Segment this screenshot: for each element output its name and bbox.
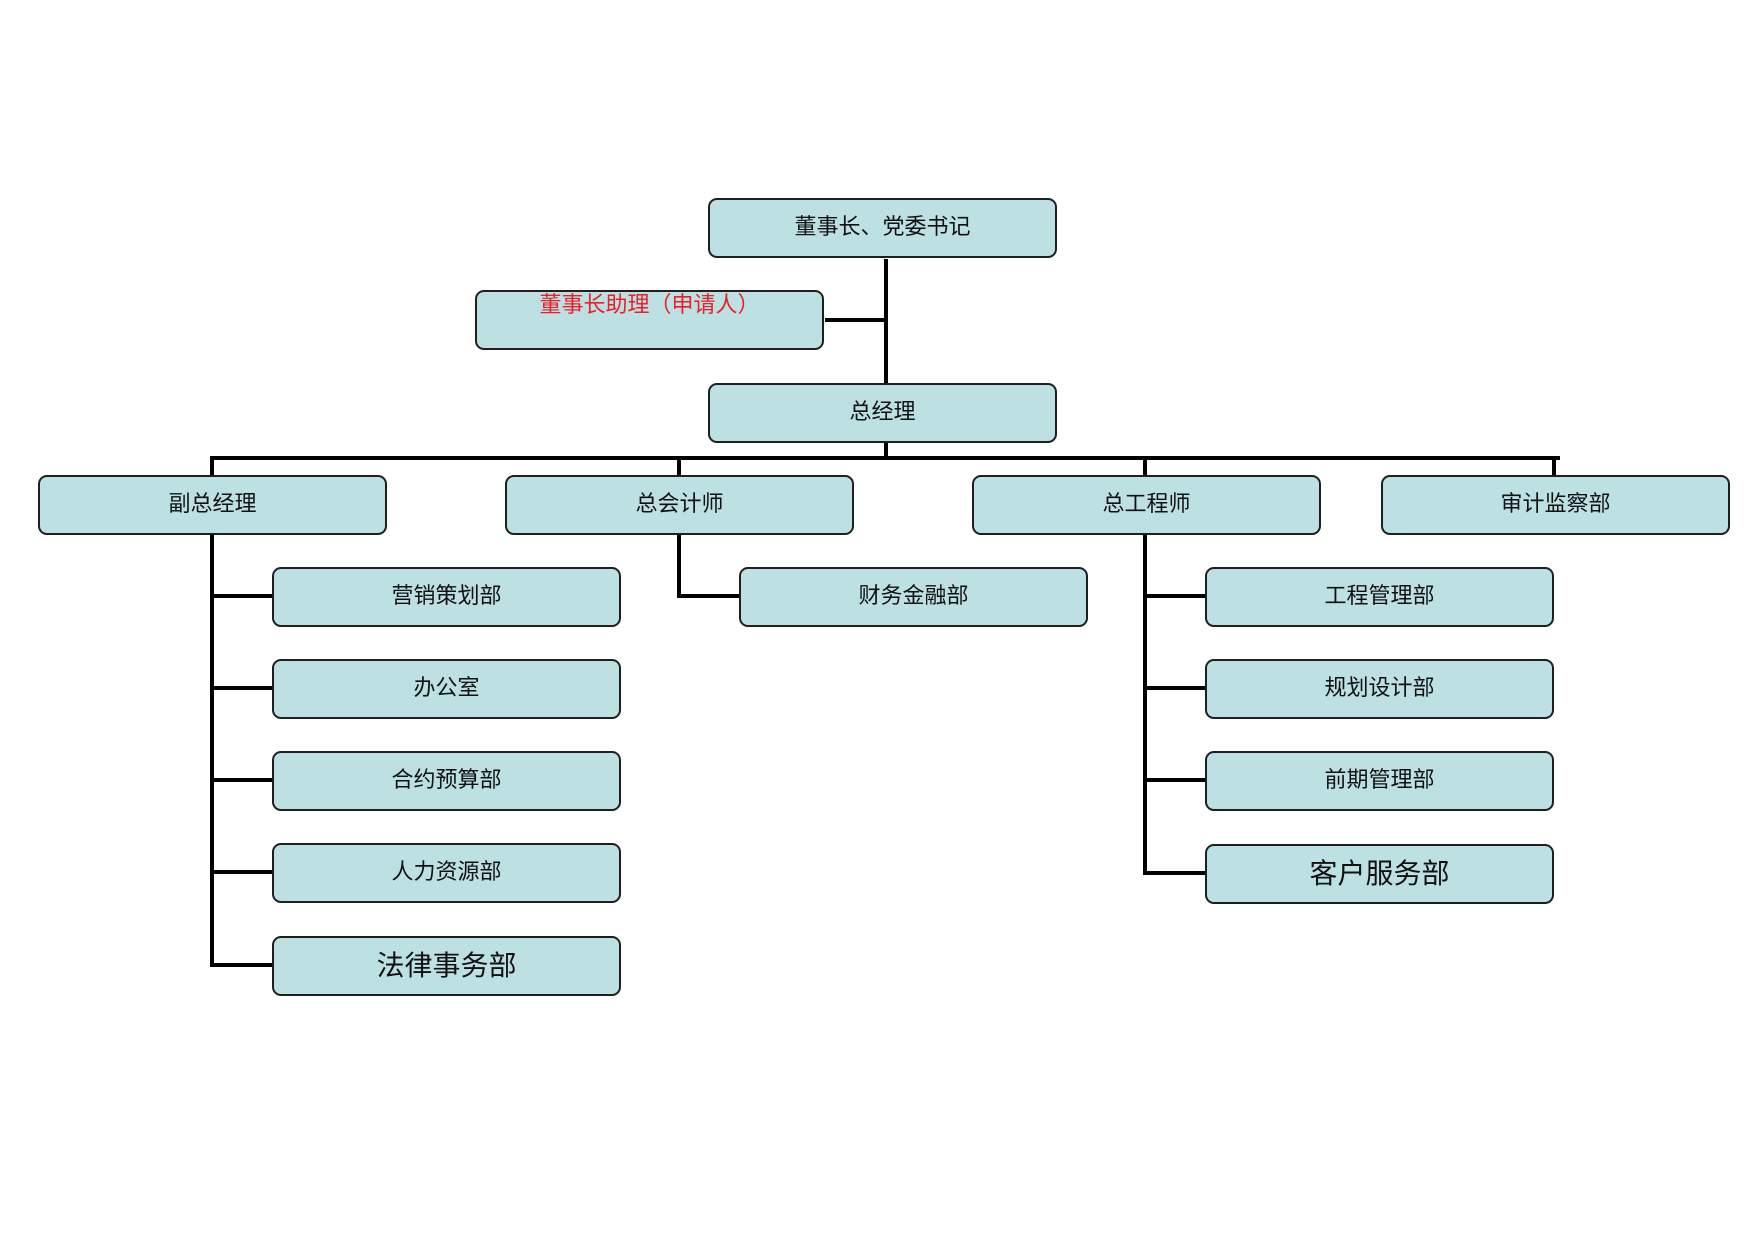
node-general-manager: 总经理 bbox=[708, 383, 1057, 443]
node-label: 规划设计部 bbox=[1324, 676, 1435, 701]
node-label: 合约预算部 bbox=[391, 768, 502, 793]
node-label: 董事长、党委书记 bbox=[794, 215, 971, 240]
connector-chief-engineer-spine bbox=[1143, 535, 1147, 875]
node-label: 法律事务部 bbox=[376, 949, 517, 982]
node-dept-planning-design: 规划设计部 bbox=[1205, 659, 1554, 719]
connector-chief-accountant-spine bbox=[677, 535, 681, 598]
node-label: 人力资源部 bbox=[391, 860, 502, 885]
connector-chief-engineer-dept-2 bbox=[1143, 686, 1205, 690]
node-label: 总会计师 bbox=[635, 492, 724, 517]
node-dept-office: 办公室 bbox=[272, 659, 621, 719]
node-assistant: 董事长助理（申请人） bbox=[475, 290, 824, 350]
connector-gm-down bbox=[884, 443, 888, 460]
connector-level2-bus bbox=[210, 456, 1560, 460]
node-chairman: 董事长、党委书记 bbox=[708, 198, 1057, 258]
connector-deputy-gm-dept-3 bbox=[210, 778, 272, 782]
connector-assistant bbox=[825, 318, 888, 322]
node-dept-customer-service: 客户服务部 bbox=[1205, 844, 1554, 904]
connector-chief-accountant-dept-1 bbox=[677, 594, 739, 598]
connector-deputy-gm-spine bbox=[210, 535, 214, 967]
node-label: 财务金融部 bbox=[858, 584, 969, 609]
node-label: 总工程师 bbox=[1102, 492, 1191, 517]
node-label: 副总经理 bbox=[168, 492, 257, 517]
connector-drop-chief-accountant bbox=[677, 456, 681, 475]
connector-deputy-gm-dept-2 bbox=[210, 686, 272, 690]
node-label: 前期管理部 bbox=[1324, 768, 1435, 793]
node-chief-engineer: 总工程师 bbox=[972, 475, 1321, 535]
node-dept-finance: 财务金融部 bbox=[739, 567, 1088, 627]
node-label: 营销策划部 bbox=[391, 584, 502, 609]
node-dept-engineering: 工程管理部 bbox=[1205, 567, 1554, 627]
connector-deputy-gm-dept-4 bbox=[210, 870, 272, 874]
node-label: 工程管理部 bbox=[1324, 584, 1435, 609]
node-label: 客户服务部 bbox=[1309, 857, 1450, 890]
connector-chief-engineer-dept-1 bbox=[1143, 594, 1205, 598]
connector-drop-audit bbox=[1552, 456, 1556, 475]
node-label: 总经理 bbox=[849, 400, 916, 425]
node-deputy-gm: 副总经理 bbox=[38, 475, 387, 535]
connector-chief-engineer-dept-4 bbox=[1143, 871, 1205, 875]
node-label: 董事长助理（申请人） bbox=[539, 293, 760, 318]
node-label: 办公室 bbox=[413, 676, 480, 701]
connector-deputy-gm-dept-1 bbox=[210, 594, 272, 598]
node-dept-hr: 人力资源部 bbox=[272, 843, 621, 903]
node-dept-legal: 法律事务部 bbox=[272, 936, 621, 996]
node-dept-marketing: 营销策划部 bbox=[272, 567, 621, 627]
node-dept-contract-budget: 合约预算部 bbox=[272, 751, 621, 811]
connector-deputy-gm-dept-5 bbox=[210, 963, 272, 967]
node-chief-accountant: 总会计师 bbox=[505, 475, 854, 535]
connector-drop-deputy-gm bbox=[210, 456, 214, 475]
node-dept-preliminary: 前期管理部 bbox=[1205, 751, 1554, 811]
connector-drop-chief-engineer bbox=[1143, 456, 1147, 475]
node-audit: 审计监察部 bbox=[1381, 475, 1730, 535]
connector-chief-engineer-dept-3 bbox=[1143, 778, 1205, 782]
node-label: 审计监察部 bbox=[1500, 492, 1611, 517]
